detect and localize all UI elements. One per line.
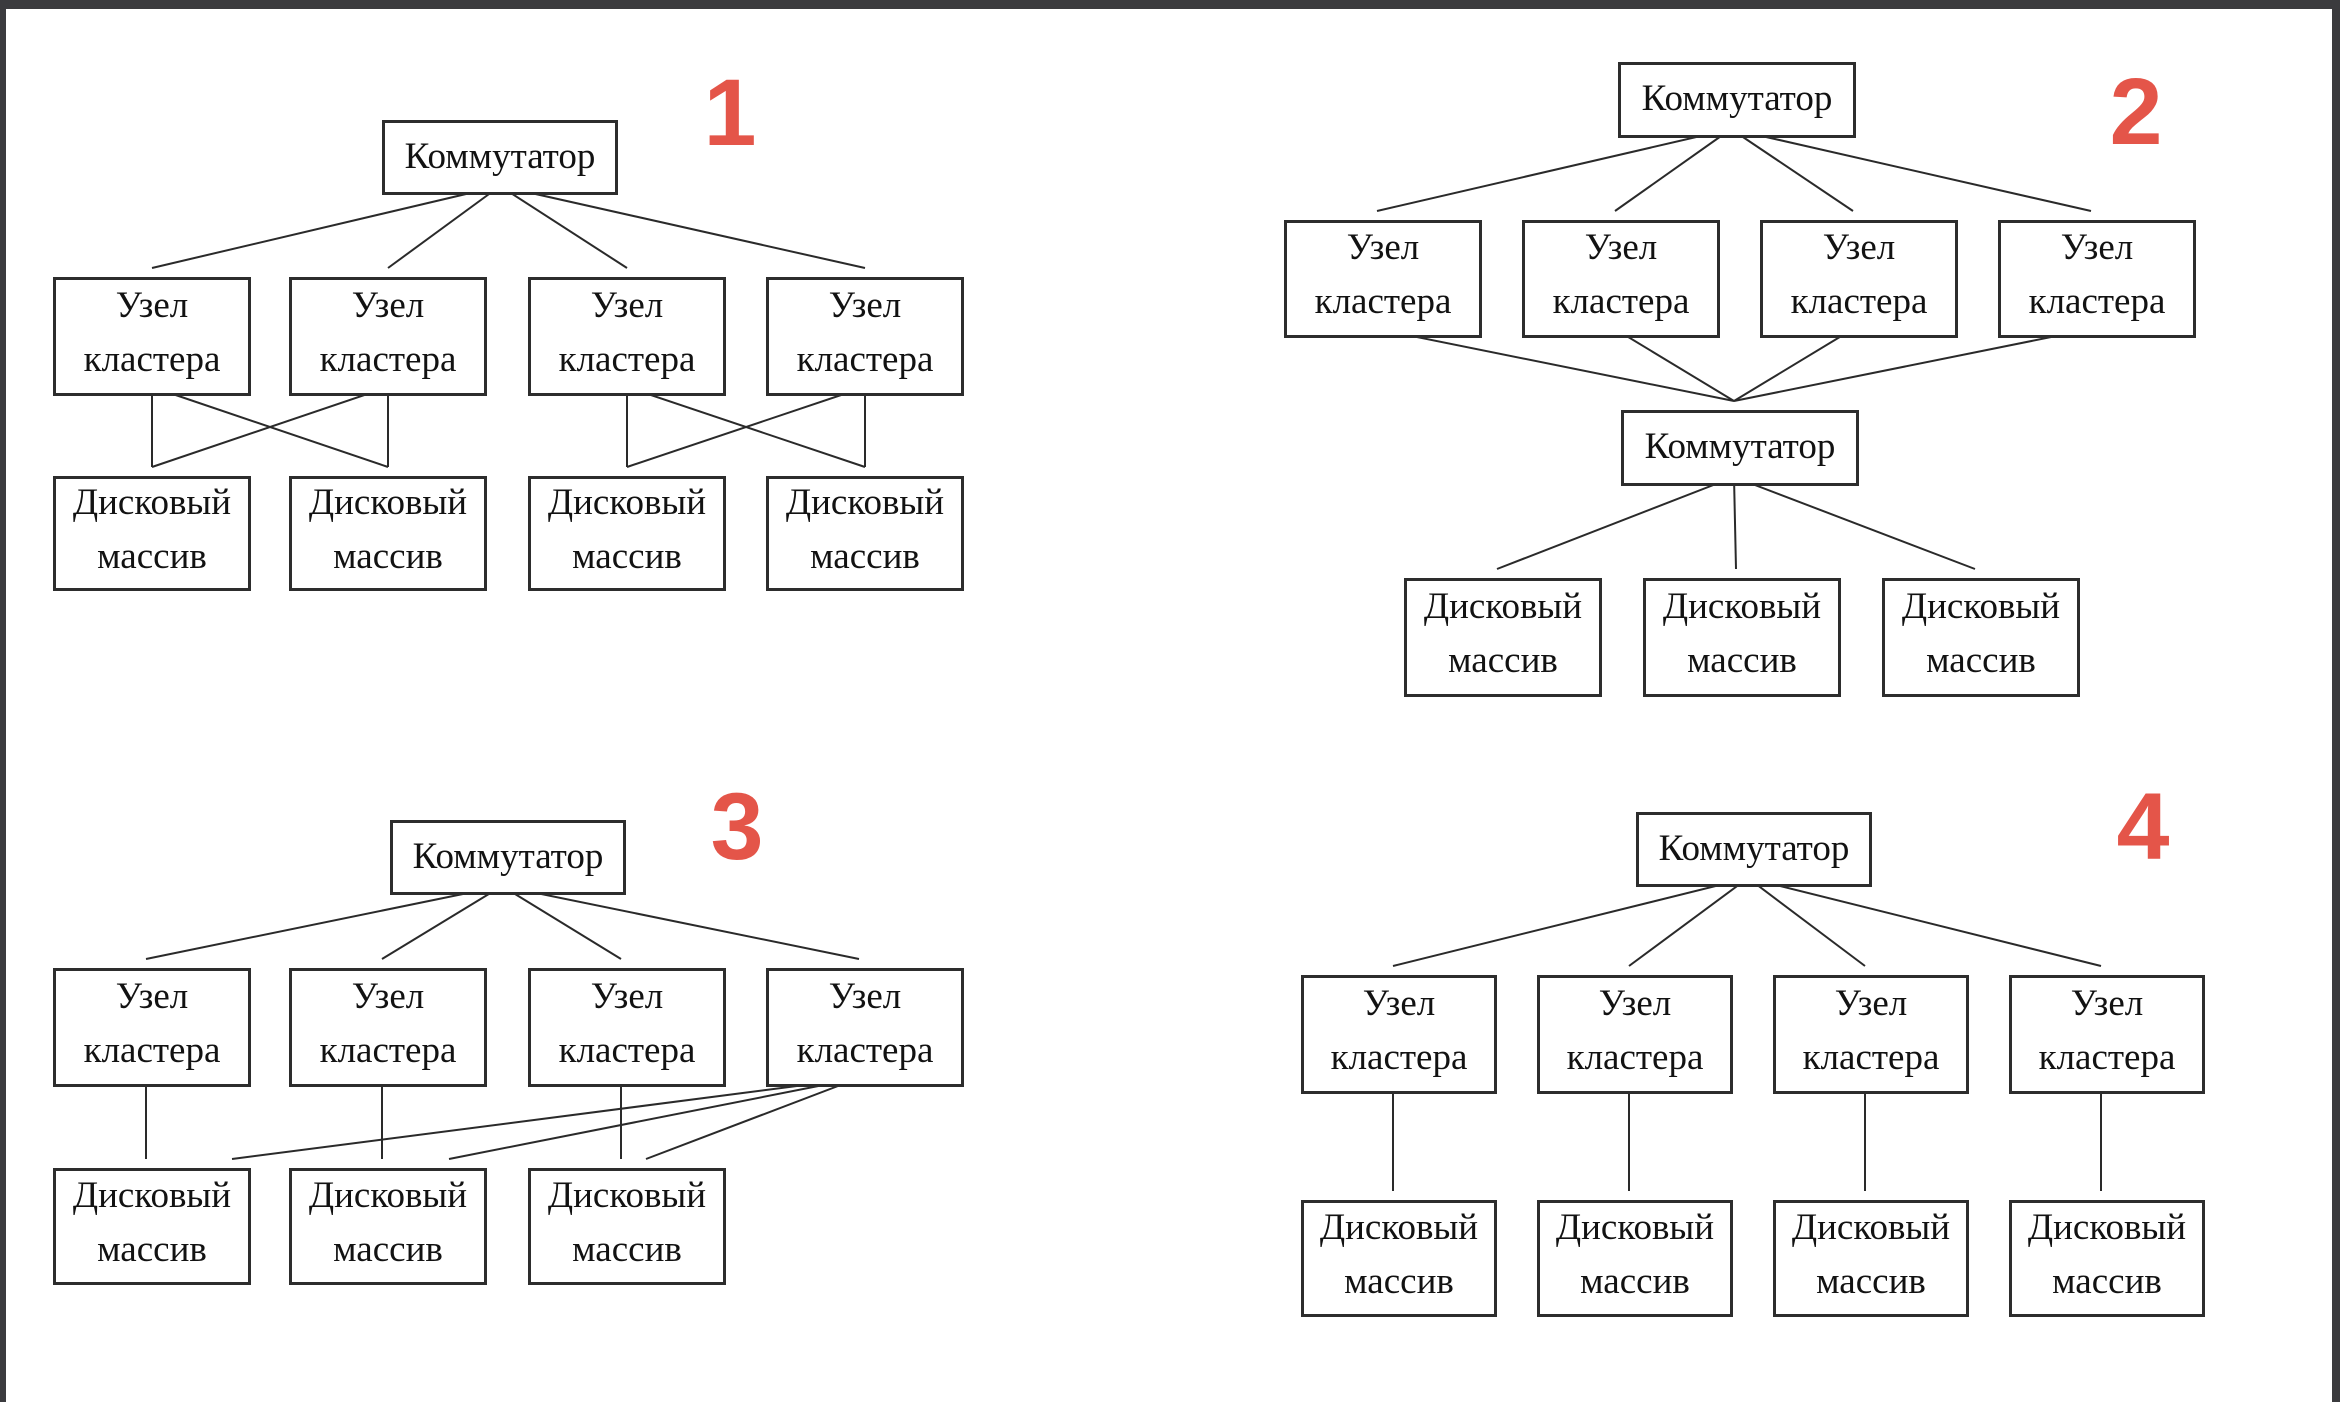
cluster-node-box: Узел кластера — [766, 968, 964, 1087]
cluster-node-box: Узел кластера — [53, 968, 251, 1087]
cluster-node-box: Узел кластера — [1773, 975, 1969, 1094]
cluster-node-box: Узел кластера — [528, 277, 726, 396]
cluster-node-box: Узел кластера — [528, 968, 726, 1087]
switch-box: Коммутатор — [382, 120, 618, 195]
disk-array-box: Дисковый массив — [2009, 1200, 2205, 1317]
cluster-node-box: Узел кластера — [289, 277, 487, 396]
disk-array-box: Дисковый массив — [53, 1168, 251, 1285]
disk-array-box: Дисковый массив — [1773, 1200, 1969, 1317]
disk-array-box: Дисковый массив — [766, 476, 964, 591]
switch-box: Коммутатор — [1636, 812, 1872, 887]
cluster-node-box: Узел кластера — [2009, 975, 2205, 1094]
disk-array-box: Дисковый массив — [53, 476, 251, 591]
cluster-node-box: Узел кластера — [289, 968, 487, 1087]
cluster-node-box: Узел кластера — [1760, 220, 1958, 338]
diagram-number-label: 3 — [710, 774, 764, 880]
cluster-node-box: Узел кластера — [1522, 220, 1720, 338]
diagram-number-label: 1 — [703, 60, 757, 166]
switch-box: Коммутатор — [1618, 62, 1856, 138]
cluster-node-box: Узел кластера — [1998, 220, 2196, 338]
disk-array-box: Дисковый массив — [1301, 1200, 1497, 1317]
cluster-node-box: Узел кластера — [766, 277, 964, 396]
cluster-node-box: Узел кластера — [1301, 975, 1497, 1094]
disk-array-box: Дисковый массив — [1404, 578, 1602, 697]
disk-array-box: Дисковый массив — [1537, 1200, 1733, 1317]
disk-array-box: Дисковый массив — [528, 476, 726, 591]
cluster-node-box: Узел кластера — [1537, 975, 1733, 1094]
disk-array-box: Дисковый массив — [1882, 578, 2080, 697]
switch-box: Коммутатор — [1621, 410, 1859, 486]
disk-array-box: Дисковый массив — [1643, 578, 1841, 697]
disk-array-box: Дисковый массив — [528, 1168, 726, 1285]
diagram-number-label: 2 — [2109, 59, 2163, 165]
cluster-node-box: Узел кластера — [1284, 220, 1482, 338]
switch-box: Коммутатор — [390, 820, 626, 895]
disk-array-box: Дисковый массив — [289, 476, 487, 591]
cluster-node-box: Узел кластера — [53, 277, 251, 396]
diagram-number-label: 4 — [2116, 774, 2170, 880]
disk-array-box: Дисковый массив — [289, 1168, 487, 1285]
